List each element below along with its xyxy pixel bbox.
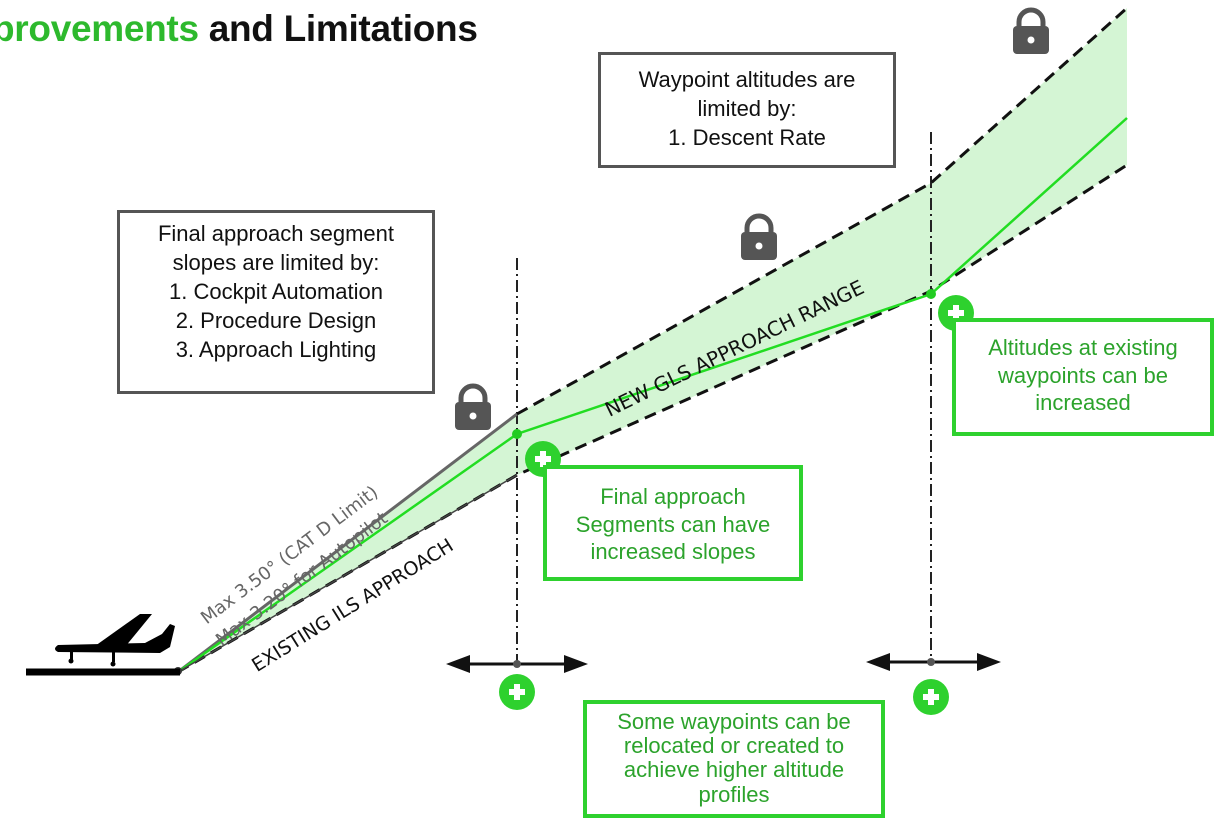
waypoint-limit-box: Waypoint altitudes are limited by: 1. De… [598,52,896,168]
max-350-line [177,412,518,674]
gls-path-line [177,117,1128,674]
airplane-icon [55,614,175,667]
title-rest: and Limitations [198,8,478,49]
slopes-increase-box: Final approach Segments can have increas… [543,465,803,581]
upper-limit-line [516,6,1128,416]
page-title: provements and Limitations [0,8,478,50]
plus-icon [499,674,535,710]
final-approach-limit-box: Final approach segment slopes are limite… [117,210,435,394]
waypoint-dot-2 [926,289,936,299]
double-arrow-icon [866,653,1001,671]
double-arrow-icon [446,655,588,673]
lock-icon [741,213,777,260]
ils-line [177,474,518,673]
title-highlight: provements [0,8,199,49]
waypoint-dot-1 [512,429,522,439]
altitudes-increase-box: Altitudes at existing waypoints can be i… [952,318,1214,436]
plus-icon [913,679,949,715]
relocate-waypoints-box: Some waypoints can be relocated or creat… [583,700,885,818]
lock-icon [1013,7,1049,54]
lock-icon [455,383,491,430]
